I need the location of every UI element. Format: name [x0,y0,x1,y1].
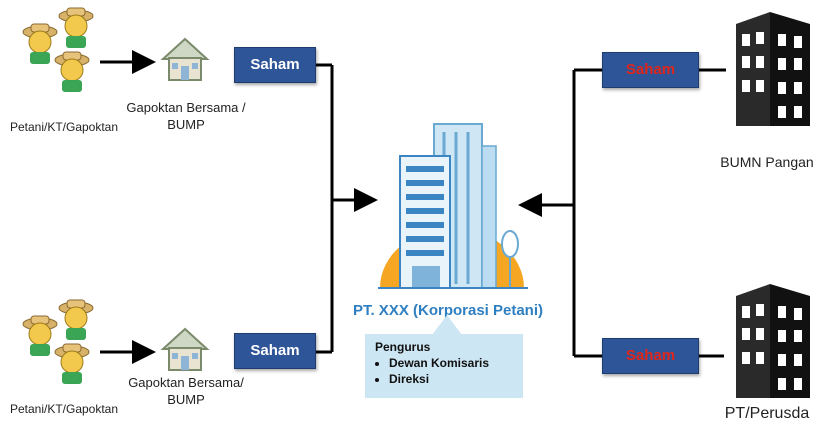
pengurus-pointer [432,315,462,335]
farmer-group-label-top: Petani/KT/Gapoktan [9,120,119,134]
tower-building-icon [736,12,810,126]
pengurus-list: Dewan Komisaris Direksi [375,356,513,386]
farmer-group-label-bottom: Petani/KT/Gapoktan [9,402,119,416]
farmer-icon [22,23,58,64]
org-label-bottom-left: Gapoktan Bersama/ BUMP [128,375,244,407]
saham-box-top-right: Saham [602,52,699,88]
org-label-top-right: BUMN Pangan [720,154,814,170]
house-icon [160,327,210,371]
pengurus-box: Pengurus Dewan Komisaris Direksi [365,334,523,398]
saham-box-bottom-right: Saham [602,338,699,374]
house-icon [160,37,210,81]
farmer-icon [58,299,94,340]
org-label-top-left: Gapoktan Bersama / BUMP [126,100,246,132]
org-label-bottom-right: PT/Perusda [724,405,810,422]
pengurus-item: Dewan Komisaris [389,356,513,370]
farmer-icon [58,7,94,48]
farmer-icon [54,51,90,92]
saham-box-top-left: Saham [234,47,316,83]
farmer-icon [54,343,90,384]
farmer-group-icon [22,7,94,92]
farmer-group-icon [22,299,94,384]
farmer-icon [22,315,58,356]
pengurus-heading: Pengurus [375,340,431,354]
pengurus-item: Direksi [389,372,513,386]
saham-box-bottom-left: Saham [234,333,316,369]
tower-building-icon [736,284,810,398]
office-building-icon [378,123,528,289]
company-title: PT. XXX (Korporasi Petani) [352,302,544,319]
